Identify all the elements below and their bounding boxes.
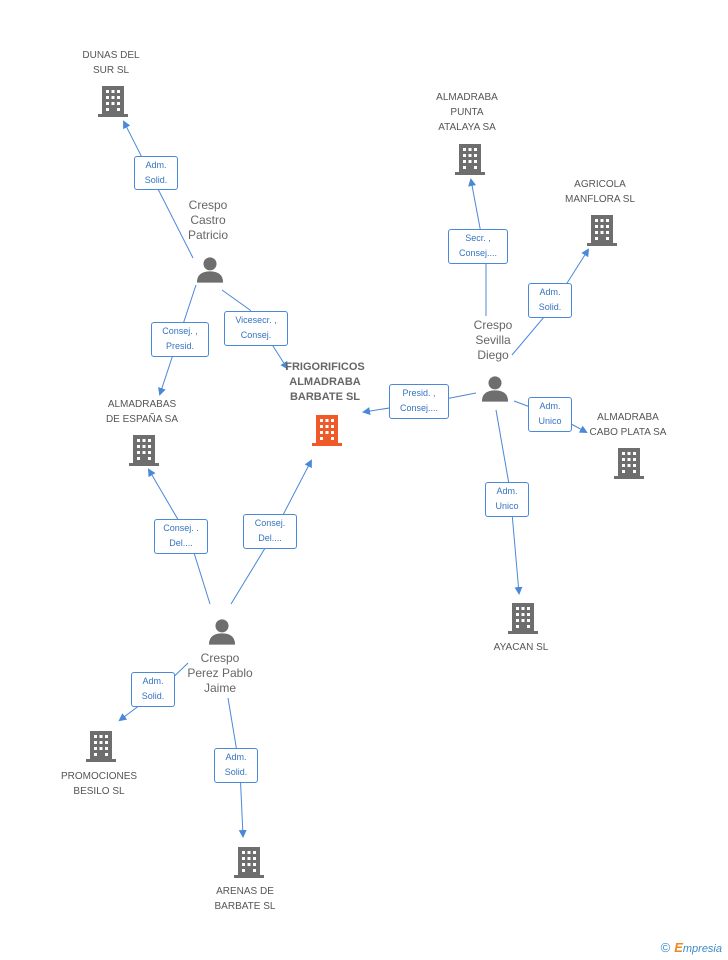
brand-watermark: ©Empresia	[661, 940, 722, 955]
relation-label: Presid. , Consej....	[389, 384, 449, 419]
building-icon	[508, 603, 538, 634]
building-icon	[86, 731, 116, 762]
company-label-almadraba-punta[interactable]: ALMADRABA PUNTA ATALAYA SA	[436, 92, 498, 133]
company-label-almadrabas-espana[interactable]: ALMADRABAS DE ESPAÑA SA	[105, 399, 179, 425]
company-label-arenas[interactable]: ARENAS DE BARBATE SL	[214, 886, 276, 912]
edge-castro-main	[221, 289, 289, 370]
copyright-icon: ©	[660, 940, 671, 955]
relation-label: Adm. Unico	[528, 397, 572, 432]
building-icon	[129, 435, 159, 466]
relation-label: Consej. . Del....	[154, 519, 208, 554]
relation-label: Adm. Solid.	[134, 156, 178, 190]
relation-label: Adm. Unico	[485, 482, 529, 517]
company-label-promociones[interactable]: PROMOCIONES BESILO SL	[60, 771, 138, 797]
person-icon	[481, 376, 509, 402]
building-icon	[312, 415, 342, 446]
person-label-sevilla[interactable]: Crespo Sevilla Diego	[473, 318, 513, 362]
building-icon	[587, 215, 617, 246]
person-label-castro[interactable]: Crespo Castro Patricio	[187, 198, 228, 242]
company-label-dunas[interactable]: DUNAS DEL SUR SL	[82, 50, 140, 76]
company-label-ayacan[interactable]: AYACAN SL	[493, 642, 549, 653]
person-label-perez[interactable]: Crespo Perez Pablo Jaime	[187, 651, 253, 695]
relation-label: Vicesecr. , Consej.	[224, 311, 288, 346]
company-label-cabo-plata[interactable]: ALMADRABA CABO PLATA SA	[589, 412, 667, 438]
building-icon	[614, 448, 644, 479]
relation-label: Consej. Del....	[243, 514, 297, 549]
relation-label: Secr. , Consej....	[448, 229, 508, 264]
relation-label: Consej. , Presid.	[151, 322, 209, 357]
building-icon	[98, 86, 128, 117]
company-label-agricola[interactable]: AGRICOLA MANFLORA SL	[564, 179, 636, 205]
building-icon	[234, 847, 264, 878]
person-icon	[196, 257, 224, 283]
edge-castro-dunas	[123, 120, 194, 259]
brand-text: mpresia	[682, 943, 722, 955]
brand-letter: E	[674, 940, 683, 955]
relation-label: Adm. Solid.	[131, 672, 175, 707]
relation-label: Adm. Solid.	[528, 283, 572, 318]
building-icon	[455, 144, 485, 175]
company-label-main[interactable]: FRIGORIFICOS ALMADRABA BARBATE SL	[285, 361, 365, 403]
person-icon	[208, 619, 236, 645]
relation-label: Adm. Solid.	[214, 748, 258, 783]
